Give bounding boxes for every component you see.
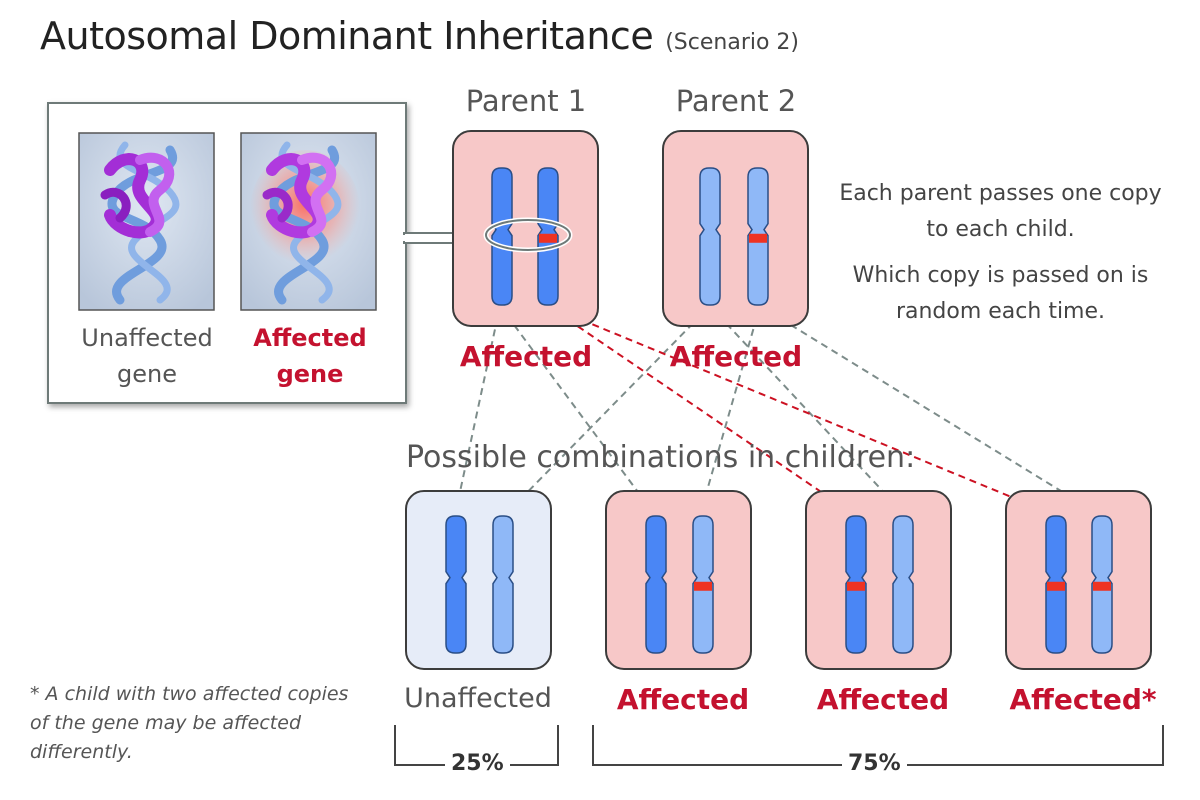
- parent-2-label: Parent 2: [675, 84, 797, 118]
- child-3-chromosome-b: [892, 515, 914, 654]
- affected-gene-label: Affected gene: [253, 324, 367, 388]
- child-4-box: [1005, 490, 1152, 670]
- chromosomes: [445, 167, 1113, 654]
- page-title: Autosomal Dominant Inheritance (Scenario …: [40, 14, 799, 58]
- unaffected-gene-image: [78, 132, 215, 311]
- gene-inset-panel: [47, 102, 489, 404]
- note-passing: Each parent passes one copy to each chil…: [839, 181, 1162, 242]
- unaffected-gene-label: Unaffected gene: [81, 324, 213, 388]
- inheritance-lines: [454, 305, 1101, 516]
- child-3-box: [805, 490, 952, 670]
- parent-1-chromosome-a: [491, 167, 513, 306]
- child-4-chromosome-b-mutation-mark: [1093, 581, 1111, 591]
- child-1-chromosome-b: [492, 515, 514, 654]
- child-4-status: Affected*: [1009, 683, 1157, 716]
- footnote: * A child with two affected copies of th…: [30, 683, 349, 763]
- note-random: Which copy is passed on is random each t…: [852, 263, 1149, 324]
- highlight-ellipse: [485, 219, 571, 251]
- parent-2-chromosome-b-mutation-mark: [749, 233, 767, 243]
- parent-2-box: [662, 130, 809, 327]
- parent-2-status: Affected: [669, 340, 803, 373]
- parent-1-status: Affected: [459, 340, 593, 373]
- percent-affected: 75%: [842, 751, 907, 776]
- parent-2-chromosome-a: [699, 167, 721, 306]
- affected-gene-image: [240, 132, 377, 311]
- child-2-chromosome-b-mutation-mark: [694, 581, 712, 591]
- child-3-status: Affected: [816, 683, 950, 716]
- parent-1-chromosome-b-mutation-mark: [539, 233, 557, 243]
- percent-unaffected: 25%: [445, 751, 510, 776]
- subtitle: (Scenario 2): [665, 30, 800, 55]
- child-4-chromosome-a-mutation-mark: [1047, 581, 1065, 591]
- title-text: Autosomal Dominant Inheritance: [40, 14, 654, 58]
- child-2-status: Affected: [616, 683, 750, 716]
- child-2-box: [605, 490, 752, 670]
- parent-1-label: Parent 1: [465, 84, 587, 118]
- percentage-brackets: [394, 725, 1164, 766]
- child-1-status: Unaffected: [404, 683, 552, 714]
- combinations-heading: Possible combinations in children:: [406, 440, 916, 475]
- child-1-box: [405, 490, 552, 670]
- child-1-chromosome-a: [445, 515, 467, 654]
- child-2-chromosome-a: [645, 515, 667, 654]
- child-3-chromosome-a-mutation-mark: [847, 581, 865, 591]
- parent-1-box: [452, 130, 599, 327]
